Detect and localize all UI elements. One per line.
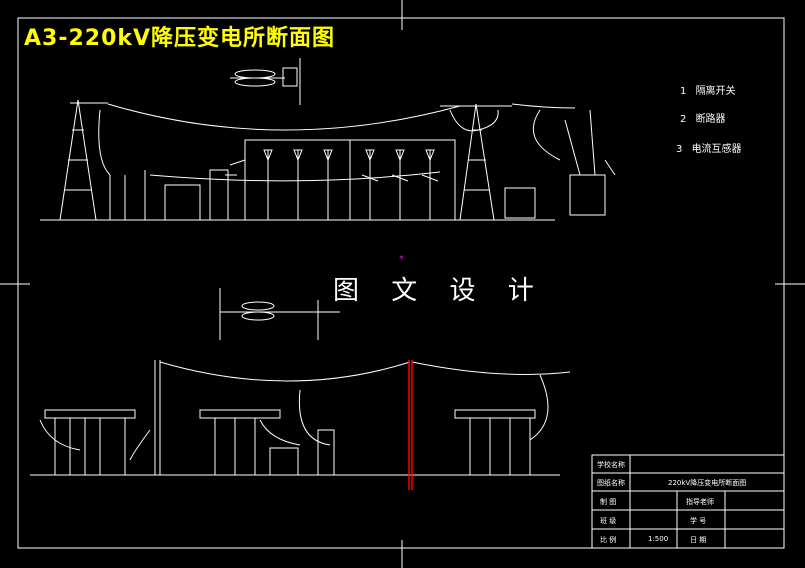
- drawing-border: [17, 17, 785, 549]
- upper-section: [40, 58, 616, 221]
- legend-item-3: 3 电流互感器: [676, 140, 742, 155]
- drawing-title: A3-220kV降压变电所断面图: [24, 26, 336, 51]
- drawing-label: 图纸名称: [597, 479, 625, 487]
- drawn-label: 制 图: [600, 498, 617, 506]
- legend-num: 2: [680, 114, 687, 125]
- date-label: 日 期: [690, 536, 707, 544]
- legend-item-1: 1 隔离开关: [680, 82, 736, 97]
- scale-value: 1:500: [648, 535, 669, 543]
- scale-label: 比 例: [600, 536, 617, 544]
- watermark-text: 图 文 设 计: [333, 276, 546, 306]
- legend-text: 电流互感器: [691, 144, 742, 155]
- legend-text: 断路器: [695, 114, 726, 125]
- center-marker: *: [399, 254, 404, 265]
- legend-num: 3: [676, 144, 683, 155]
- title-block-frame: [591, 454, 785, 549]
- class-label: 班 级: [600, 517, 617, 525]
- legend-num: 1: [680, 86, 687, 97]
- drawing-name: 220kV降压变电所断面图: [668, 479, 747, 487]
- advisor-label: 指导老师: [686, 498, 714, 506]
- id-label: 学 号: [690, 517, 707, 525]
- school-label: 学校名称: [597, 461, 625, 469]
- lower-section: [30, 288, 571, 476]
- legend-text: 隔离开关: [695, 86, 736, 97]
- red-mast: [408, 360, 413, 490]
- legend-item-2: 2 断路器: [680, 110, 726, 125]
